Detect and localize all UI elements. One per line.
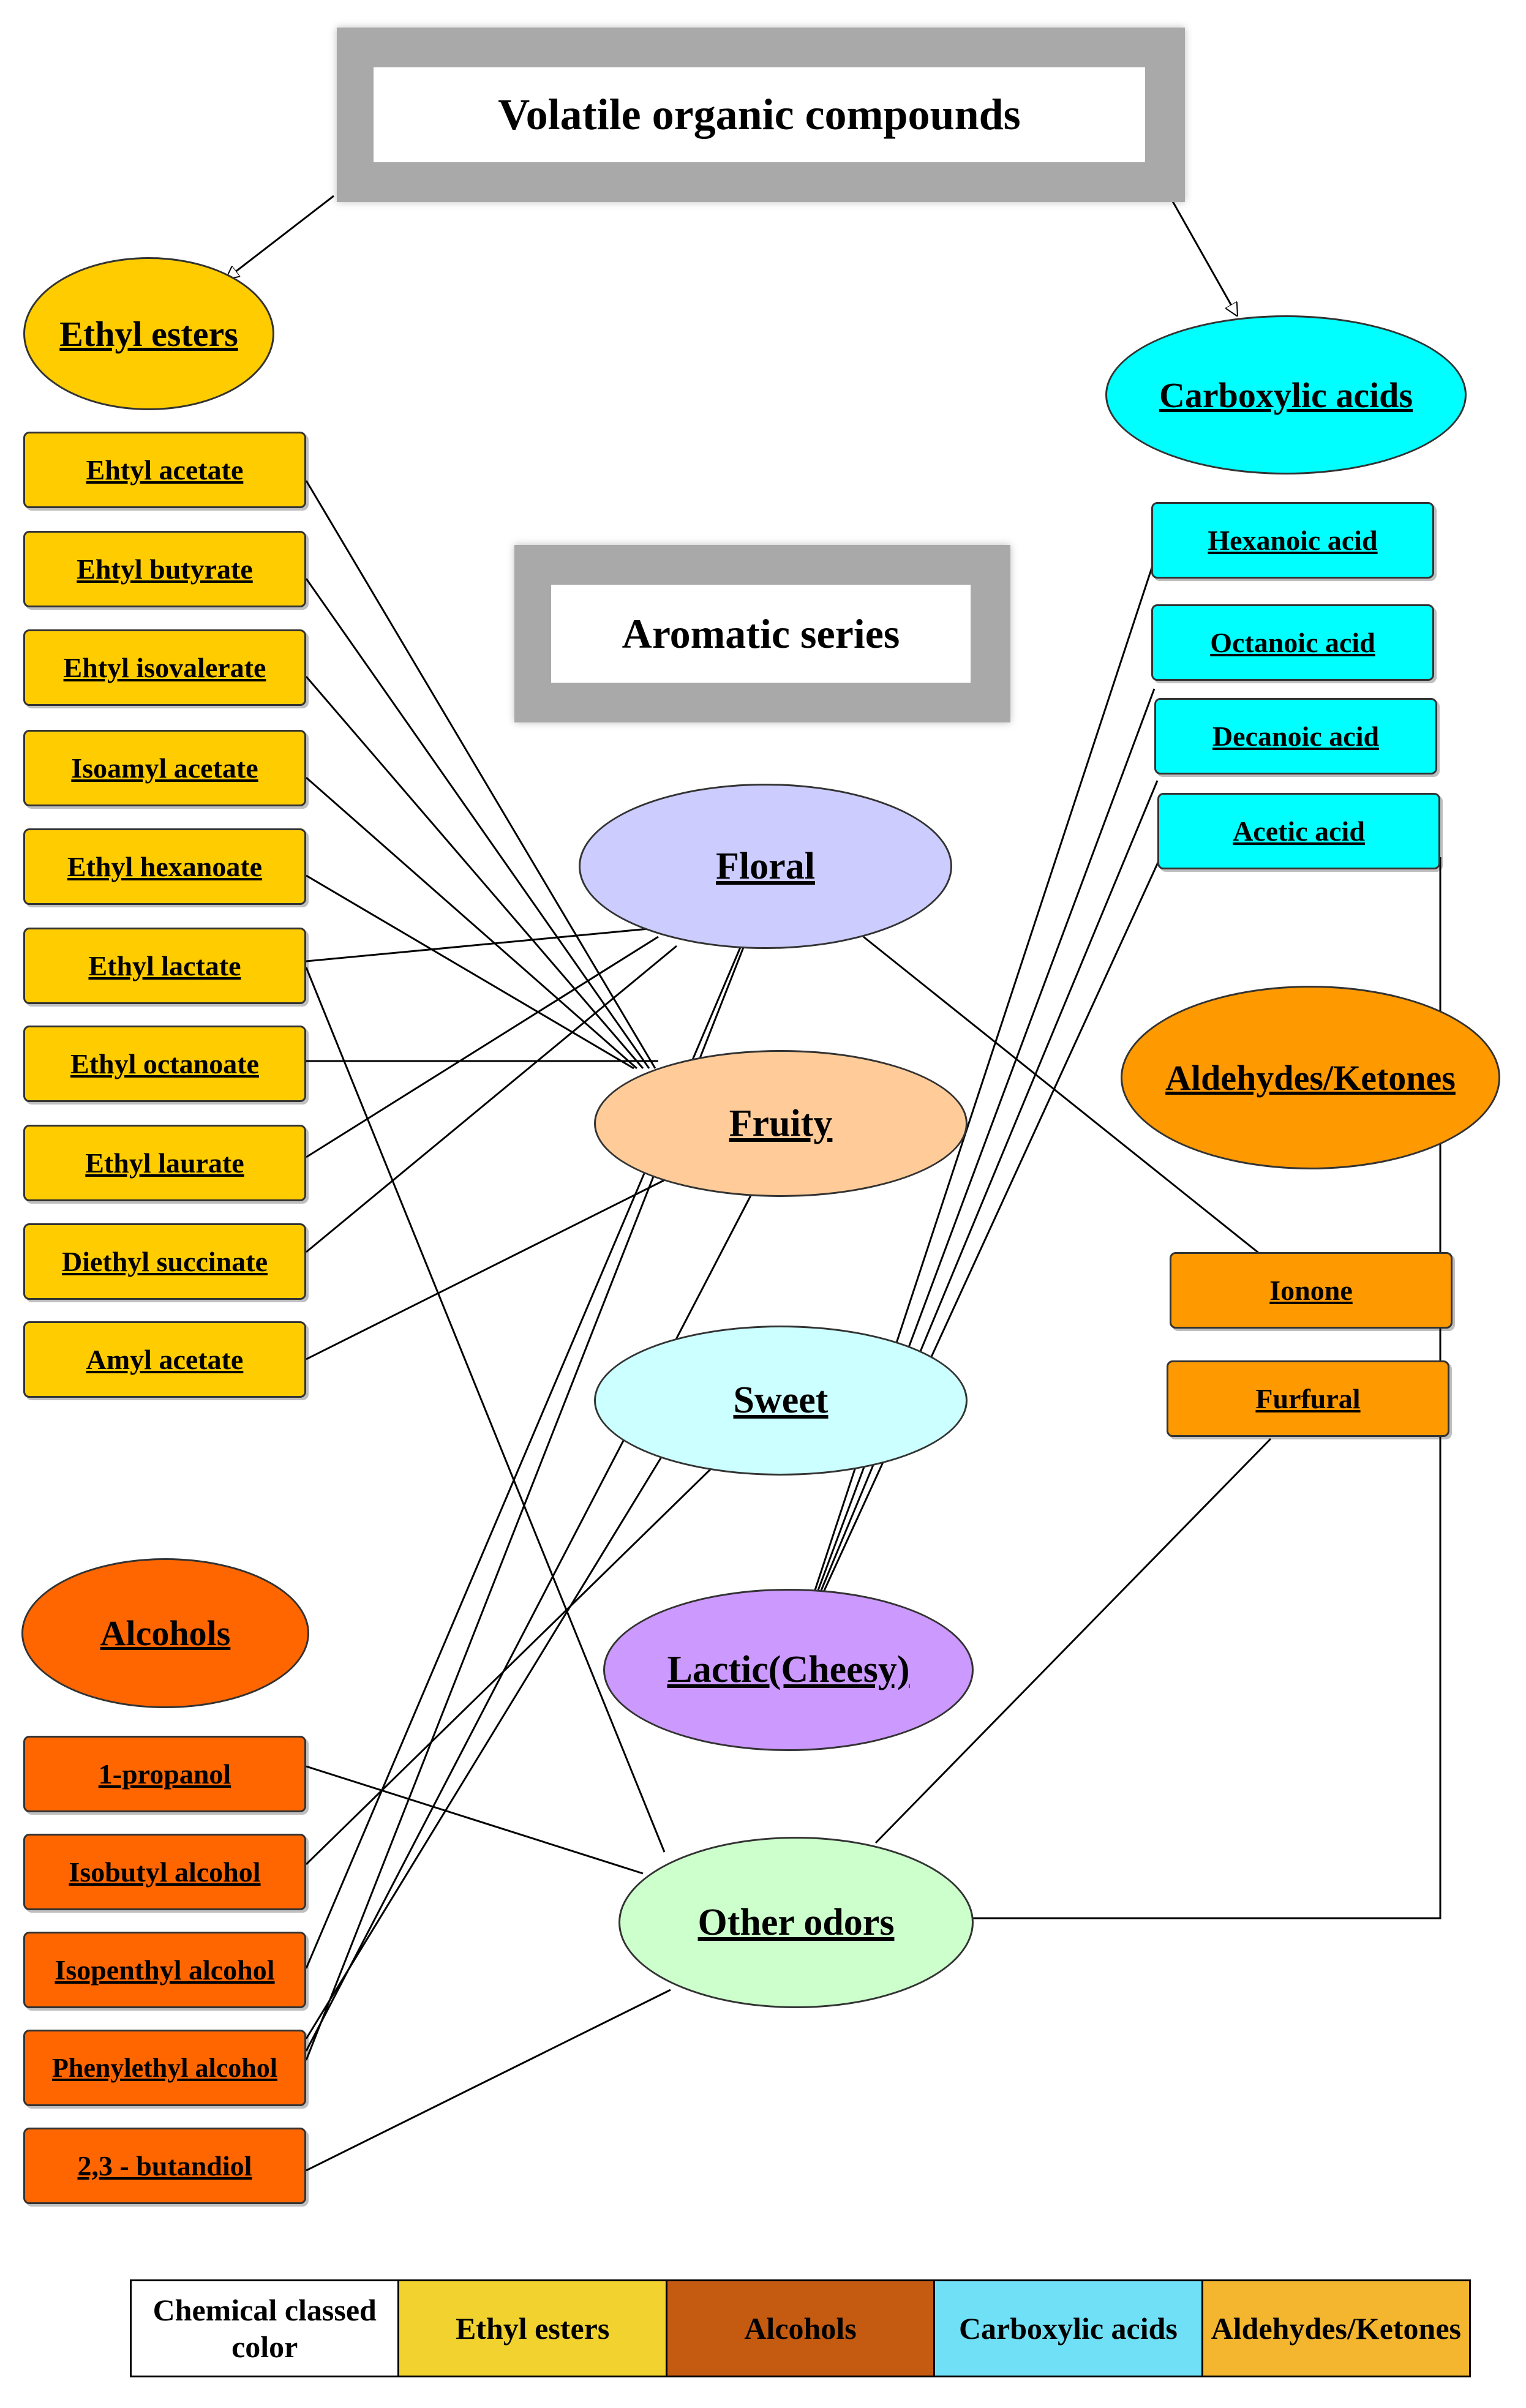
- category-ethyl-esters: Ethyl esters: [23, 257, 274, 410]
- edge-ethyl-isovalerate-fruity: [305, 676, 644, 1069]
- ester-box: Ethyl lactate: [23, 928, 306, 1004]
- aroma-lactic: Lactic(Cheesy): [603, 1589, 974, 1751]
- edge-diethyl-succinate-floral: [306, 945, 677, 1253]
- aldehyde-box: Furfural: [1167, 1360, 1449, 1437]
- legend-item: Carboxylic acids: [935, 2281, 1203, 2376]
- acid-box: Hexanoic acid: [1151, 502, 1434, 579]
- legend-item: Alcohols: [667, 2281, 936, 2376]
- acid-box: Acetic acid: [1157, 793, 1440, 869]
- alcohol-box: Phenylethyl alcohol: [23, 2030, 306, 2106]
- aroma-floral: Floral: [579, 784, 952, 949]
- legend-item: Aldehydes/Ketones: [1203, 2281, 1470, 2376]
- edge-phenylethyl-fruity: [305, 1190, 754, 2052]
- ester-box: Ehtyl acetate: [23, 432, 306, 508]
- edge-ethyl-hexanoate-fruity: [306, 874, 634, 1070]
- edge-propanol-other: [306, 1765, 644, 1875]
- legend: Chemical classed color Ethyl esters Alco…: [130, 2279, 1471, 2377]
- category-aldehydes-ketones: Aldehydes/Ketones: [1121, 986, 1500, 1169]
- title: Volatile organic compounds: [374, 67, 1145, 162]
- aroma-fruity: Fruity: [594, 1050, 968, 1197]
- edge-isoamyl-acetate-fruity: [306, 776, 637, 1070]
- ester-box: Ethyl laurate: [23, 1125, 306, 1201]
- category-alcohols: Alcohols: [21, 1558, 309, 1708]
- edge-amyl-acetate-fruity: [306, 1177, 668, 1360]
- edge-ethyl-lactate-floral: [306, 926, 662, 962]
- edge-phenylethyl-sweet: [305, 1457, 663, 2039]
- subtitle: Aromatic series: [551, 585, 971, 683]
- edge-ethyl-lactate-other: [305, 967, 666, 1853]
- edge-floral-ionone: [863, 936, 1262, 1256]
- edge-furfural-other: [874, 1438, 1272, 1844]
- aldehyde-box: Ionone: [1170, 1252, 1453, 1329]
- alcohol-box: 2,3 - butandiol: [23, 2128, 306, 2204]
- acid-box: Decanoic acid: [1154, 698, 1437, 775]
- category-carboxylic-acids: Carboxylic acids: [1105, 315, 1467, 474]
- ester-box: Diethyl succinate: [23, 1223, 306, 1300]
- alcohol-box: Isopenthyl alcohol: [23, 1932, 306, 2008]
- ester-box: Ehtyl isovalerate: [23, 629, 306, 706]
- edge-ethyl-acetate-fruity: [305, 480, 656, 1069]
- edge-isobutyl-sweet: [305, 1468, 712, 1866]
- ester-box: Ethyl hexanoate: [23, 828, 306, 905]
- title-frame: Volatile organic compounds: [337, 28, 1185, 202]
- acid-box: Octanoic acid: [1151, 604, 1434, 681]
- ester-box: Ehtyl butyrate: [23, 531, 306, 607]
- arrow-to-carboxylic-acids: [1168, 195, 1237, 315]
- edge-acetic-other: [972, 857, 1441, 1919]
- subtitle-frame: Aromatic series: [514, 545, 1010, 722]
- ester-box: Ethyl octanoate: [23, 1026, 306, 1102]
- aroma-sweet: Sweet: [594, 1326, 968, 1476]
- arrow-to-ethyl-esters: [227, 195, 334, 279]
- edge-ethyl-laurate-floral: [306, 936, 659, 1158]
- aroma-other-odors: Other odors: [618, 1837, 974, 2008]
- alcohol-box: Isobutyl alcohol: [23, 1834, 306, 1910]
- edge-ethyl-butyrate-fruity: [305, 578, 650, 1069]
- legend-header: Chemical classed color: [132, 2281, 400, 2376]
- legend-item: Ethyl esters: [399, 2281, 667, 2376]
- ester-box: Amyl acetate: [23, 1321, 306, 1398]
- edge-butandiol-other: [306, 1989, 671, 2172]
- alcohol-box: 1-propanol: [23, 1736, 306, 1812]
- edge-acetic-lactic: [822, 857, 1162, 1592]
- ester-box: Isoamyl acetate: [23, 730, 306, 806]
